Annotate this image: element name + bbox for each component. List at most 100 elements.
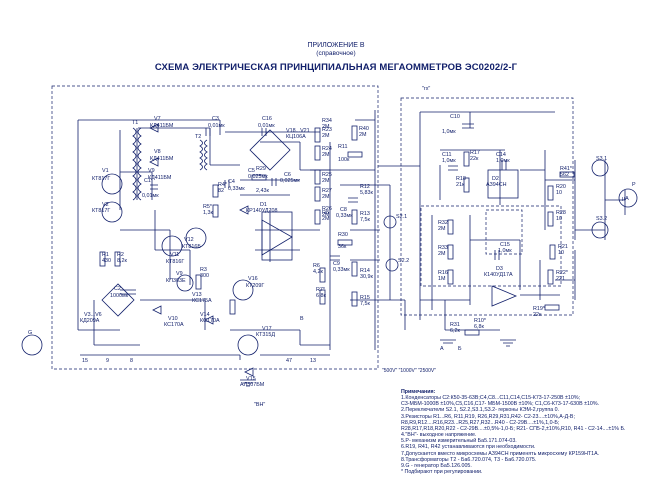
component-label-rx: "rх" [422,86,430,92]
component-label-r10: R10* [474,318,487,324]
capacitors [120,123,507,295]
component-label-c9: C9 [333,261,340,267]
component-label-r18v: 21к [456,182,465,188]
component-label-v16v: КТ209Г [246,283,264,289]
component-label-r3: R3 [200,267,207,273]
component-label-t1: T1 [132,120,138,126]
module-borders [51,85,574,370]
component-label-v12: V12 [184,237,194,243]
component-label-r14v: 30,9к [360,274,373,280]
component-label-r12v: 5,83к [360,190,373,196]
note-line: R8,R9,R12....R16,R23...R25,R27,R32...R40… [401,419,560,426]
component-label-v13: V13 [192,292,202,298]
component-label-s2: S3.2 [596,216,607,222]
component-label-r26: R26 [322,206,332,212]
inner-module-border [420,205,562,287]
component-label-c4v: 0,33мк [228,186,245,192]
component-label-n13: 13 [310,358,316,364]
component-label-r20: R20 [556,184,566,190]
note-line: 5.Р- механизм измерительный Ба5.171.074-… [401,438,517,445]
component-label-v9v: КД411БМ [148,175,172,181]
component-label-r6v: 4,2к [313,269,323,275]
component-label-c14v: 1,0мк [496,158,510,164]
op-amps [261,169,519,307]
component-label-c2: C2 [114,286,121,292]
component-label-d3v: К140УД17А [484,272,513,278]
component-label-r17v: 22к [470,156,479,162]
component-label-r13v: 7,5к [360,217,370,223]
component-label-v8v: КД411БМ [150,156,174,162]
component-label-v8: V8 [154,149,161,155]
component-label-d3: D3 [496,266,503,272]
component-label-v9bv: КП303Е [166,278,186,284]
component-label-r14: R14 [360,268,370,274]
notes-heading: Примечания: [401,389,436,395]
component-label-c8: C8 [340,207,347,213]
note-line: * Подбирают при регулировании. [401,469,483,476]
reference-label: (справочное) [316,50,356,57]
component-label-s21: S2.1 [396,214,407,220]
note-line: 8.Трансформаторы Т2 - Ба6.720.074, Т3 - … [401,456,537,463]
component-label-v14: V14 [200,312,210,318]
component-label-r28v: 10 [556,216,562,222]
component-label-r34: R34 [322,118,332,124]
component-label-r17: R17 [470,150,480,156]
component-label-v10v: КС170А [164,322,184,328]
component-label-v7: V7 [154,116,161,122]
component-label-c15: C15 [500,242,510,248]
note-line: 9.G - генератор Ба5.126.005. [401,462,472,469]
diode-bridge [101,129,291,317]
transistors [21,159,638,356]
component-label-r8: R8 [322,210,329,216]
component-label-r2: R2 [117,252,124,258]
component-label-c14: C14 [496,152,506,158]
component-label-r11: R11 [338,144,348,150]
component-label-r21v: 10 [558,250,564,256]
wiring [77,110,626,360]
shield-border [485,209,523,255]
component-label-n15: 15 [82,358,88,364]
component-label-t2: T2 [195,134,201,140]
note-line: 2.Переключатели S2.1, S2.2,S3.1,S3.2- ге… [401,407,560,414]
component-label-r11v: 100к [338,157,350,163]
component-label-c9v: 0,33мк [333,267,350,273]
note-line: 3.Резисторы R1...R6, R11,R19, R26,R29,R3… [401,413,575,420]
component-label-r10v: 6,8к [474,324,484,330]
transformer-t1 [132,127,142,201]
component-label-r30: R30 [338,232,348,238]
component-label-r23v: 2М [322,133,330,139]
component-label-v10: V10 [168,316,178,322]
component-label-v2: V2 [102,202,109,208]
component-label-v11v: КТ816Г [166,259,184,265]
component-label-c10: C10 [450,114,460,120]
component-label-r25v: 2М [322,178,330,184]
component-label-r26v: 2М [322,212,330,218]
component-label-r31: R31 [450,322,460,328]
component-label-v18: V18...V21 [286,128,310,134]
component-label-r24v: 2М [322,152,330,158]
component-label-r16: R16 [438,270,448,276]
diodes [149,123,254,377]
component-label-n9: 9 [106,358,109,364]
component-label-c2v: 1000мк [110,293,129,299]
component-label-c3v: 0,01мк [208,123,225,129]
component-label-v17v: КТ315Д [256,332,275,338]
notes-list: 1.Конденсаторы С2:К50-35-63В;С4,С8...С11… [401,395,669,475]
component-label-r19: R19* [533,306,546,312]
component-label-r21: R21 [558,244,568,250]
component-label-c5v: 0,025мк [248,174,268,180]
component-label-r30v: 36к [338,244,347,250]
component-label-r33v: 2М [438,251,446,257]
component-label-mode: "500V" "1000V" "2500V" [382,368,436,374]
component-label-g: G [28,330,32,336]
component-label-v1: V1 [102,168,109,174]
component-label-c6: C6 [284,172,291,178]
component-label-r6: R6 [313,263,320,269]
note-line: 1.Конденсаторы С2:К50-35-63В;С4,С8...С11… [401,395,580,402]
component-label-c16v: 0,01мк [258,123,275,129]
component-label-c16: C16 [262,116,272,122]
component-label-d2: D2 [492,176,499,182]
left-module-border [51,85,379,370]
component-label-r41v: 562 [560,172,569,178]
component-label-c1: C1 [144,178,151,184]
